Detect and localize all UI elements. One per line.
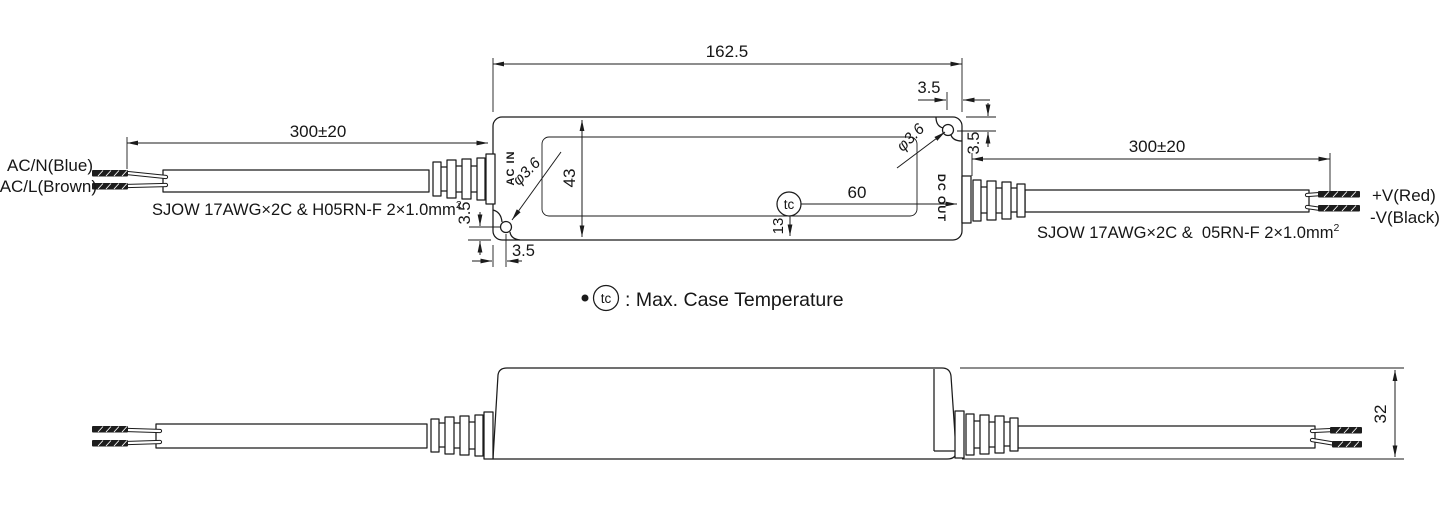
label-ac-l: AC/L(Brown) <box>0 177 97 196</box>
output-wire-tip-neg-side <box>1332 441 1362 448</box>
input-wire-n-side-core <box>126 428 162 433</box>
side-view: 32 <box>92 367 1404 460</box>
dim-slot-offset-left-text: 3.5 <box>456 202 474 225</box>
input-wire-tip-n <box>92 170 128 177</box>
input-strain-relief-side <box>430 414 484 457</box>
ac-in-marking: AC IN <box>505 151 517 186</box>
input-gland-flange <box>485 153 496 205</box>
output-strain-relief <box>972 179 1026 222</box>
output-cable-side <box>1017 425 1316 449</box>
dim-input-lead-length: 300±20 <box>126 122 488 169</box>
dim-tc-to-bottom-edge: 13 <box>770 216 793 236</box>
output-cable-assembly-top <box>972 179 1360 222</box>
mounting-slot-bottom-left <box>492 209 521 241</box>
input-wire-l-side-core <box>126 440 162 445</box>
dim-case-height: 32 <box>960 367 1404 460</box>
output-wire-tip-pos <box>1318 191 1360 198</box>
output-cable-spec: SJOW 17AWG×2C & 05RN-F 2×1.0mm2 <box>1037 222 1339 242</box>
output-gland-flange-side <box>954 410 965 459</box>
dim-tc-to-bottom-edge-text: 13 <box>770 218 787 235</box>
input-cable <box>162 169 430 193</box>
dim-slot-offset-top-text: 3.5 <box>918 79 941 97</box>
dim-output-lead-length-text: 300±20 <box>1129 137 1186 156</box>
output-cable <box>1024 189 1310 213</box>
output-strain-relief-side <box>965 413 1019 456</box>
label-v-neg: -V(Black) <box>1370 208 1440 227</box>
input-gland-flange-side <box>483 411 494 460</box>
note-bullet <box>581 294 589 302</box>
input-wire-l-core <box>125 183 168 188</box>
input-cable-assembly-top <box>92 157 486 201</box>
dim-slot-offset-top: 3.5 <box>918 79 990 110</box>
mounting-slot-top-right <box>935 116 963 142</box>
output-wire-pos-side-core <box>1310 428 1335 433</box>
dim-tc-to-right-edge: 60 <box>801 183 957 207</box>
dim-overall-length: 162.5 <box>492 42 963 112</box>
input-strain-relief <box>432 157 486 201</box>
input-cable-spec: SJOW 17AWG×2C & H05RN-F 2×1.0mm2 <box>152 199 462 219</box>
output-wire-tip-neg <box>1318 205 1360 212</box>
enclosure-side-outline <box>492 367 957 460</box>
dim-tc-to-right-edge-text: 60 <box>848 183 867 202</box>
note-tc-circle <box>592 284 620 312</box>
top-view: AC IN DC OUT tc AC/N(Blue) AC/L(Brown) +… <box>0 42 1440 267</box>
tc-marker-label: tc <box>784 197 795 212</box>
input-wire-tip-l-side <box>92 440 128 447</box>
dim-case-height-text: 32 <box>1371 405 1390 424</box>
input-cable-assembly-side <box>92 414 484 457</box>
dim-input-lead-length-text: 300±20 <box>290 122 347 141</box>
output-wire-tip-pos-side <box>1330 427 1362 434</box>
tc-marker: tc <box>776 191 802 217</box>
dim-slot-offset-bottom: 3.5 <box>472 234 535 267</box>
dim-body-width-text: 43 <box>560 169 579 188</box>
input-wire-tip-n-side <box>92 426 128 433</box>
label-ac-n: AC/N(Blue) <box>7 156 93 175</box>
dim-output-lead-length: 300±20 <box>971 137 1331 191</box>
note-text: : Max. Case Temperature <box>625 289 844 311</box>
input-wire-n-core <box>125 171 168 179</box>
mounting-hole-left <box>499 220 513 234</box>
dim-body-width: 43 <box>560 120 585 237</box>
dim-slot-offset-bottom-text: 3.5 <box>512 242 535 260</box>
input-cable-side <box>155 423 428 449</box>
output-cable-assembly-side <box>965 413 1362 456</box>
dim-overall-length-text: 162.5 <box>706 42 749 61</box>
mounting-hole-right <box>941 123 955 137</box>
input-wire-tip-l <box>92 183 128 190</box>
dim-slot-offset-right-text: 3.5 <box>965 132 983 155</box>
dim-slot-offset-right: 3.5 <box>957 103 996 154</box>
enclosure-lid-inner-line <box>541 136 918 217</box>
output-gland-flange <box>961 175 972 224</box>
dc-out-marking: DC OUT <box>935 174 947 222</box>
note-tc-symbol: tc <box>601 291 612 306</box>
tc-note: tc : Max. Case Temperature <box>581 284 844 312</box>
label-v-pos: +V(Red) <box>1372 186 1436 205</box>
dim-slot-offset-left-vertical: 3.5 <box>456 202 500 255</box>
